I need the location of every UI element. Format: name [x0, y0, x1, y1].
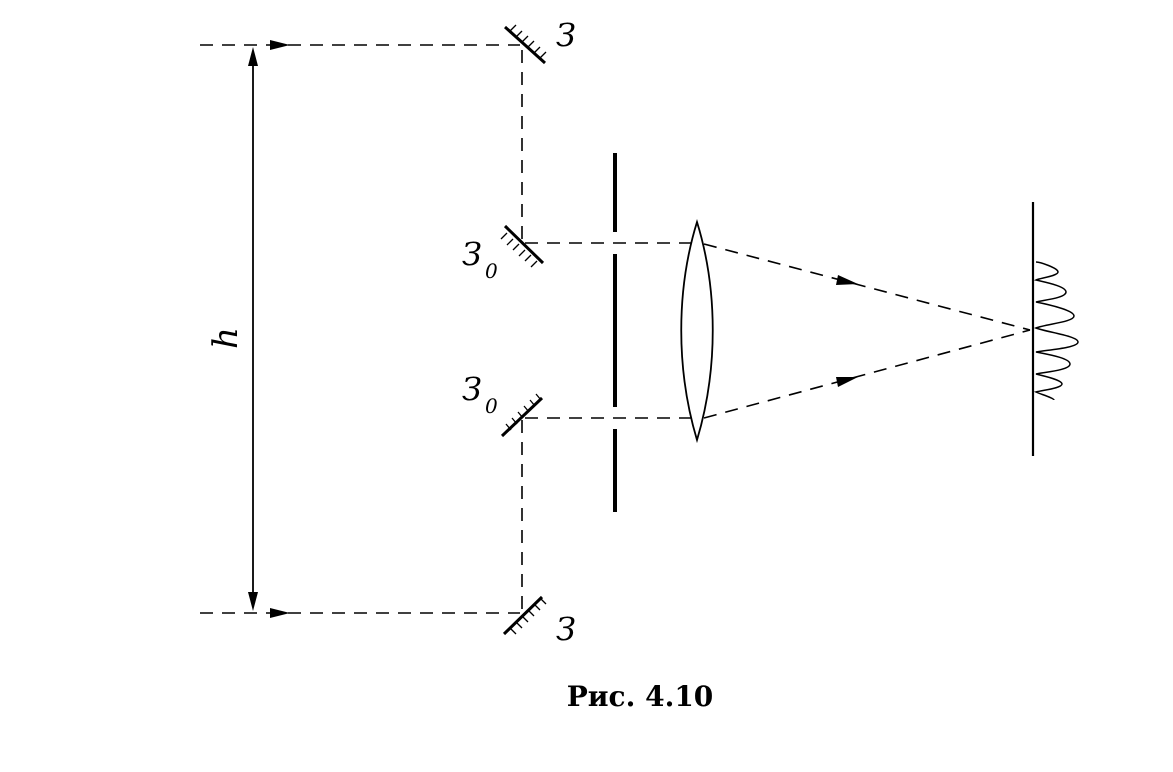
mirror-inner-bottom [500, 393, 544, 438]
mirror-bottom-outer [502, 595, 547, 636]
ray-to-focus-bottom [703, 329, 1031, 419]
label-h: h [206, 327, 246, 349]
figure-caption: Рис. 4.10 [567, 680, 714, 713]
label-mirror-bottom: З [556, 610, 576, 648]
ray-arrow-top [270, 40, 290, 50]
ray-arrow-bottom [270, 608, 290, 618]
interference-pattern [1033, 261, 1079, 401]
label-mirror-top: З [556, 16, 576, 54]
converging-lens [680, 218, 714, 444]
baseline-arrowhead-bottom [248, 592, 258, 611]
baseline-arrowhead-top [248, 47, 258, 66]
ray-to-focus-top [703, 243, 1031, 331]
label-mirror-inner-top-sub: 0 [485, 259, 498, 283]
label-mirror-inner-bottom: З [462, 370, 482, 408]
label-mirror-inner-bottom-sub: 0 [485, 394, 498, 418]
label-mirror-inner-top: З [462, 235, 482, 273]
mirror-inner-top [500, 224, 545, 268]
mirror-top-outer [503, 24, 547, 65]
ray-arrow-focus-top [836, 275, 858, 285]
ray-arrow-focus-bottom [836, 377, 858, 387]
